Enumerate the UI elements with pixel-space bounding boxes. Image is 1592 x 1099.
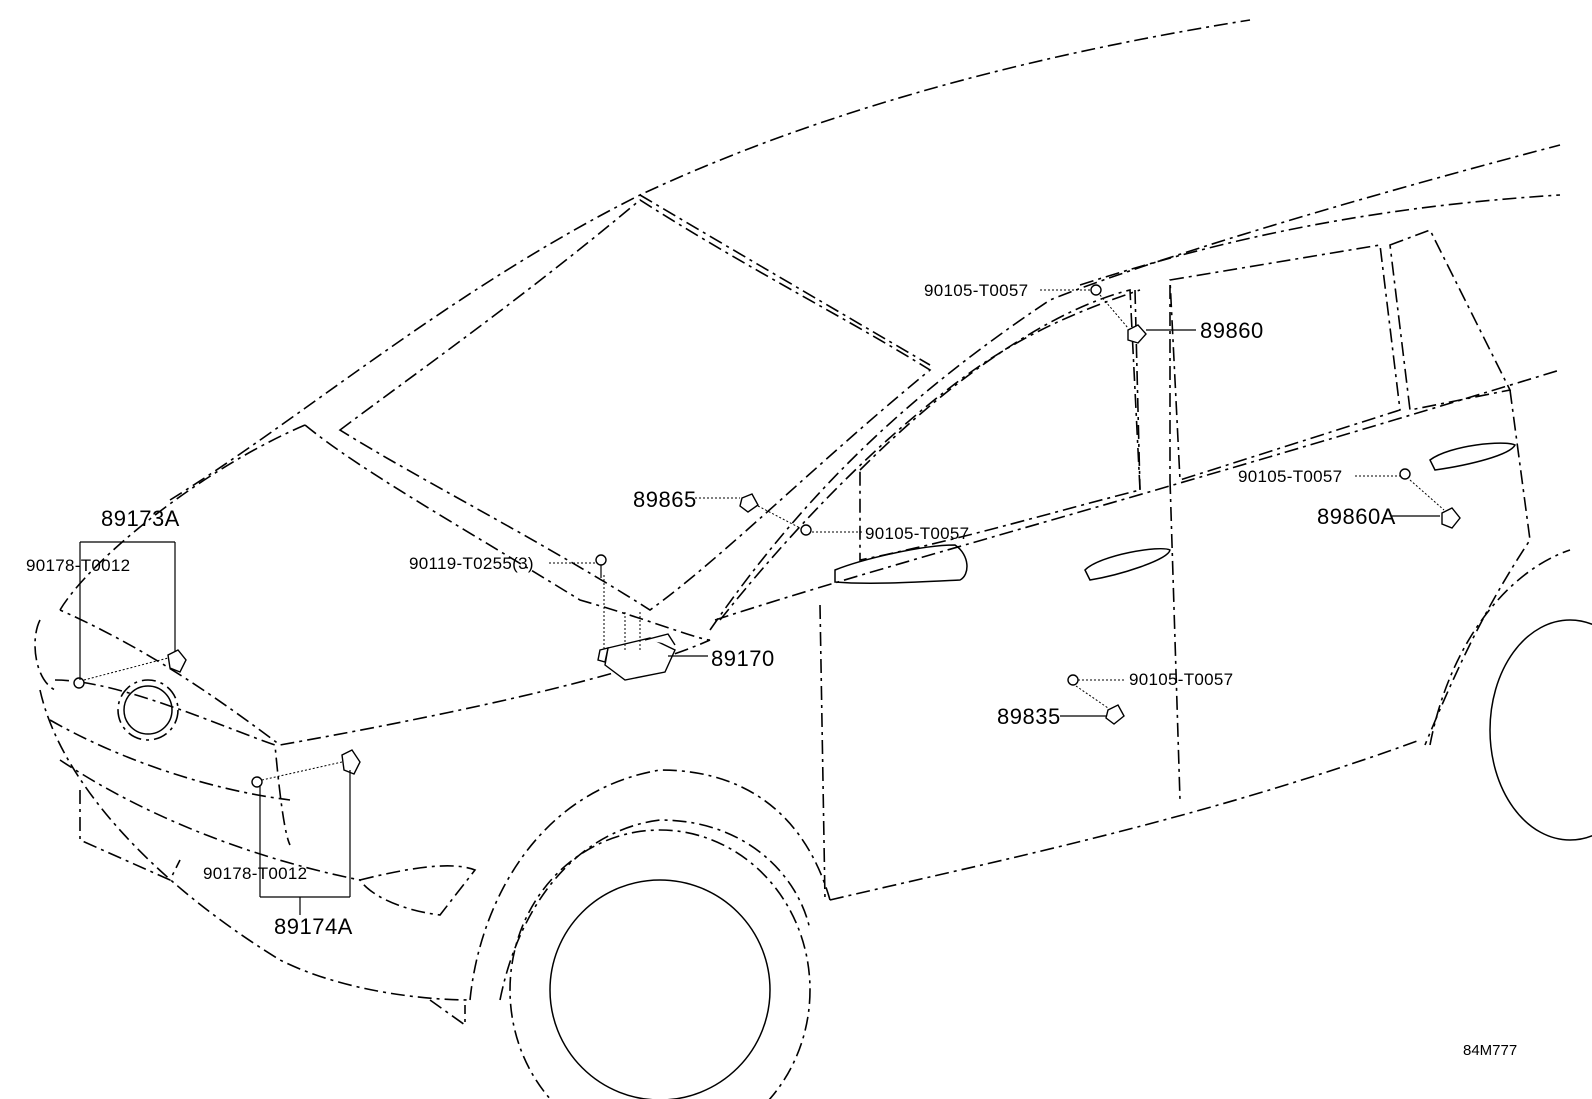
front-wheel-outer [509, 829, 811, 1099]
b-pillar-split [1169, 479, 1181, 801]
bolt-rear-door-icon [1399, 468, 1411, 480]
label-bolt-front-left: 90178-T0012 [26, 556, 131, 575]
front-door-handle [1084, 547, 1171, 581]
front-door-front [819, 604, 826, 901]
bolt-front-left-icon [73, 677, 85, 689]
front-door-window [859, 288, 1141, 561]
plate-area [79, 790, 181, 882]
label-89860A: 89860A [1317, 504, 1396, 529]
emblem-ring [117, 679, 179, 741]
label-bolt-pillar: 90105-T0057 [924, 281, 1029, 300]
leader-89174A [259, 770, 351, 915]
sensor-89860A [1441, 507, 1461, 529]
sensor-89865 [739, 493, 759, 513]
airbag-sensor-89170 [597, 633, 676, 681]
bumper-chin [429, 999, 466, 1027]
bolt-pillar-icon [1090, 284, 1102, 296]
label-bolt-center: 90119-T0255(3) [409, 554, 534, 573]
front-bumper [39, 689, 471, 1001]
sensor-89173A [167, 649, 187, 673]
headlamp-left [34, 619, 56, 691]
roof-rail [639, 194, 931, 366]
label-89174A: 89174A [274, 914, 353, 939]
emblem [123, 685, 173, 735]
sensor-89835 [1105, 704, 1125, 725]
fog-lamp [358, 865, 477, 916]
leader-bolt-center-drop [603, 575, 641, 650]
figure-code: 84M777 [1463, 1042, 1518, 1059]
label-bolt-front-door: 90105-T0057 [1129, 670, 1234, 689]
front-fender [469, 769, 831, 1001]
sensor-89174A [341, 749, 361, 775]
label-89860: 89860 [1200, 318, 1264, 343]
a-pillar-outer [709, 144, 1561, 631]
front-wheel [549, 879, 771, 1099]
hood [59, 424, 711, 746]
leader-bolt-rear-door [1355, 475, 1445, 511]
leader-bolt-front-left [83, 657, 169, 681]
label-bolt-rear-door: 90105-T0057 [1238, 467, 1343, 486]
label-bolt-front-right: 90178-T0012 [203, 864, 308, 883]
windshield [338, 199, 932, 611]
leader-bolt-pillar [1040, 289, 1129, 329]
grille-lower [49, 719, 291, 801]
grille-upper [54, 679, 291, 846]
rear-wheel-arch [1429, 549, 1571, 746]
label-89173A: 89173A [101, 506, 180, 531]
beltline [714, 369, 1561, 621]
label-89170: 89170 [711, 646, 775, 671]
side-sill [829, 739, 1421, 901]
leader-side-front [757, 505, 862, 533]
b-pillar [1134, 285, 1171, 491]
bolt-front-right-icon [251, 776, 263, 788]
front-wheel-arch [499, 819, 811, 1001]
label-89835: 89835 [997, 704, 1061, 729]
hood-front [59, 424, 306, 611]
sensor-89860 [1127, 324, 1147, 344]
bolt-side-front-icon [800, 524, 812, 536]
bumper-lower-line [59, 759, 361, 881]
rear-door-rear-edge [1424, 389, 1531, 746]
rear-door-handle [1429, 442, 1517, 471]
bolt-front-door-icon [1067, 674, 1079, 686]
rear-door-window [1169, 244, 1401, 482]
bolt-center-icon [595, 554, 607, 578]
leader-89173A [79, 541, 176, 680]
label-bolt-side-front: 90105-T0057 [865, 524, 970, 543]
leader-bolt-front-right [261, 761, 343, 781]
rear-quarter-window [1389, 228, 1512, 411]
rear-wheel [1489, 619, 1592, 841]
leader-bolt-front-door [1075, 679, 1126, 709]
roof-line [169, 19, 1251, 501]
a-pillar-inner [719, 289, 1141, 621]
roof-edge-rear [1079, 194, 1561, 286]
label-89865: 89865 [633, 487, 697, 512]
